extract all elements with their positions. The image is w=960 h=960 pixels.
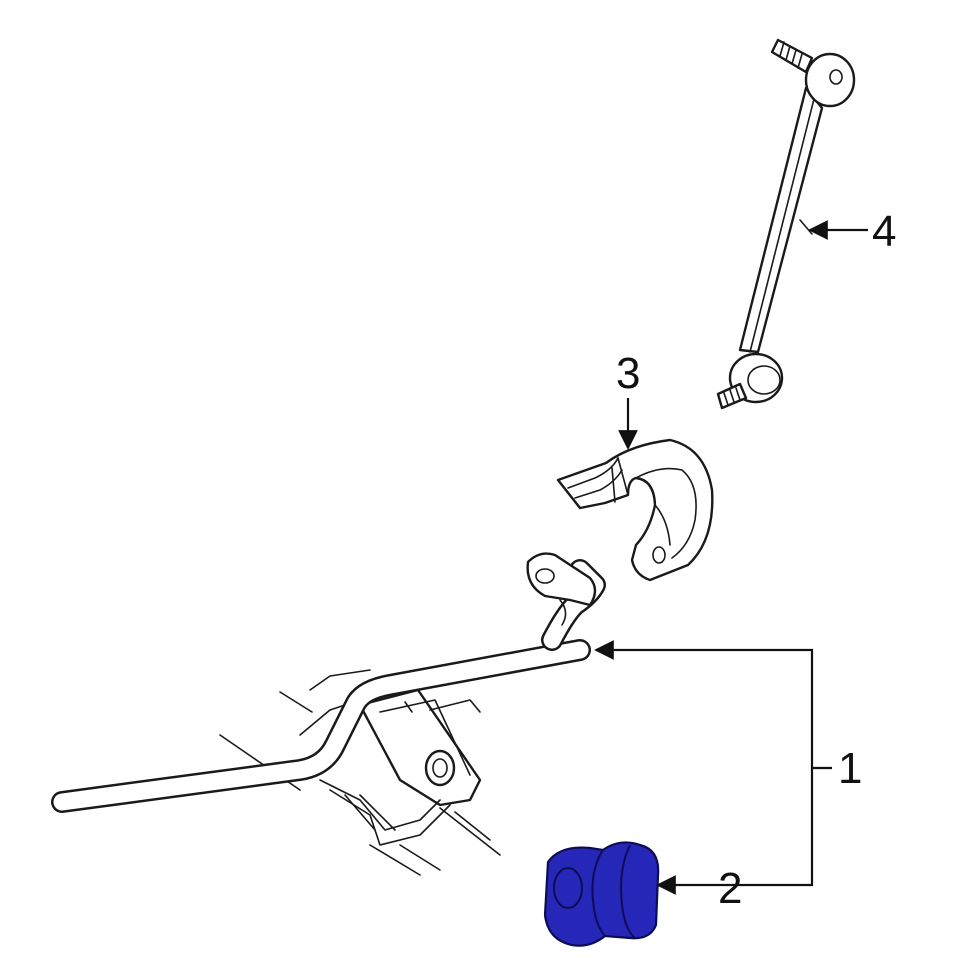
bushing-clamp-bracket	[556, 438, 714, 582]
stabilizer-bar	[51, 552, 606, 813]
callout-label-3: 3	[616, 349, 640, 398]
stabilizer-link	[716, 38, 856, 410]
stabilizer-bar-bushing	[543, 841, 660, 947]
callout-label-4: 4	[872, 207, 896, 256]
callout-label-1: 1	[838, 744, 862, 793]
leader-1-bracket	[715, 766, 832, 887]
callout-label-2: 2	[718, 864, 742, 913]
callout-labels: 1 2 3 4	[616, 207, 896, 913]
leader-1	[594, 640, 814, 768]
callout-leaders	[594, 220, 868, 895]
